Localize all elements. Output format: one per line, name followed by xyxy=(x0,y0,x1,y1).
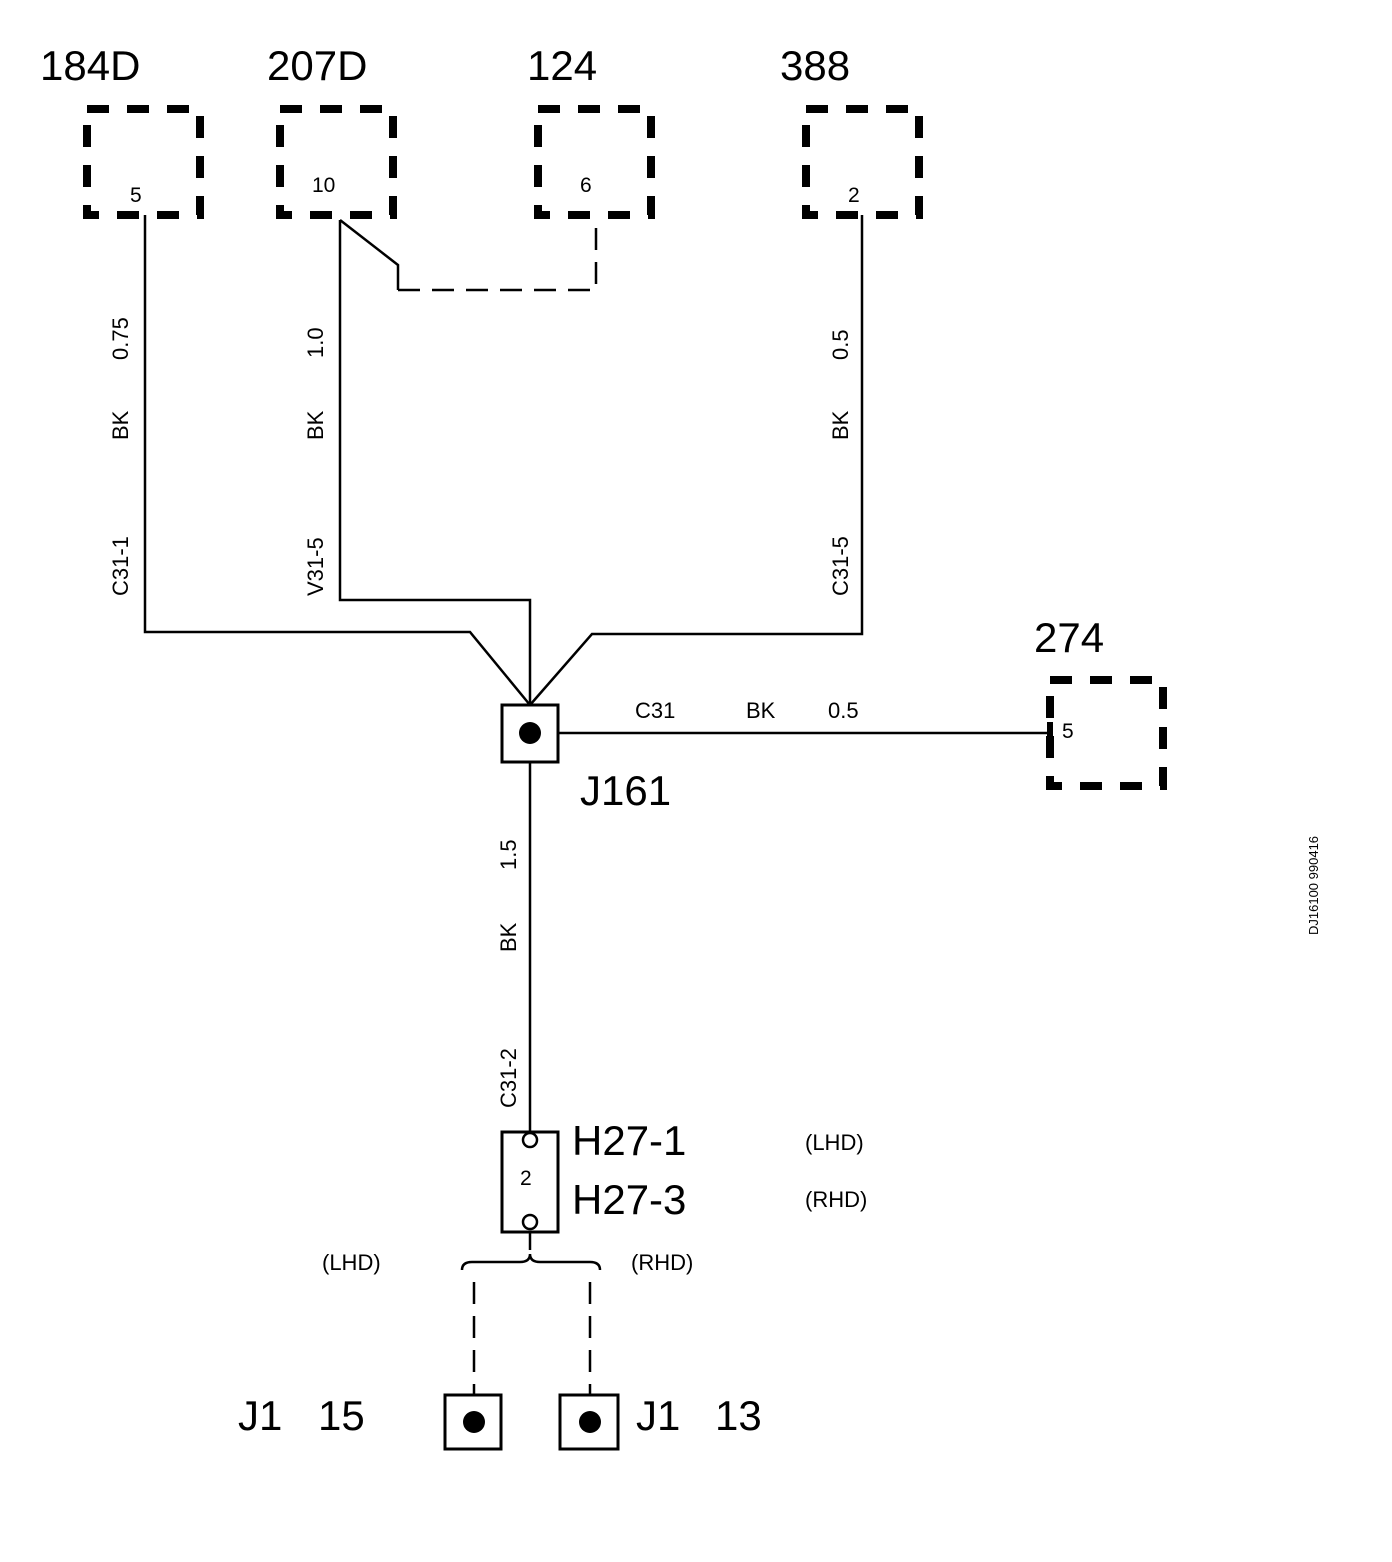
connector-h27-pin-top xyxy=(521,1131,539,1149)
connector-h27-label1: H27-1 xyxy=(572,1117,686,1164)
component-184d-box xyxy=(83,105,204,219)
wire-388-circuit: C31-5 xyxy=(828,536,853,596)
wire-207d xyxy=(338,220,532,705)
component-184d-pin: 5 xyxy=(130,184,142,207)
connector-h27-pin-number: 2 xyxy=(520,1167,532,1190)
wire-184d-size: 0.75 xyxy=(108,317,133,360)
wire-184d xyxy=(143,215,531,706)
component-207d-pin: 10 xyxy=(312,174,335,197)
wire-184d-color: BK xyxy=(108,410,133,440)
ground-right-dot xyxy=(579,1411,601,1433)
component-207d-label: 207D xyxy=(267,42,367,89)
component-124-box xyxy=(534,105,655,219)
component-124-pin: 6 xyxy=(580,174,592,197)
wire-down-size: 1.5 xyxy=(496,839,521,870)
wire-down-labels: 1.5 BK C31-2 xyxy=(496,839,521,1108)
wire-124-optional xyxy=(398,218,598,292)
branch-brace xyxy=(460,1253,602,1271)
wire-down-circuit: C31-2 xyxy=(496,1048,521,1108)
component-388-box xyxy=(802,105,923,219)
splice-j161-dot xyxy=(519,722,541,744)
component-124-label: 124 xyxy=(527,42,597,89)
connector-h27-variant1: (LHD) xyxy=(805,1130,864,1155)
ground-left-number: 15 xyxy=(318,1392,365,1439)
connector-h27-pin-bottom xyxy=(521,1213,539,1231)
ground-right-label: J1 xyxy=(636,1392,680,1439)
wire-274-circuit: C31 xyxy=(635,698,675,723)
branch-right-label: (RHD) xyxy=(631,1250,693,1275)
branch-left-label: (LHD) xyxy=(322,1250,381,1275)
ground-right-number: 13 xyxy=(715,1392,762,1439)
connector-h27-label2: H27-3 xyxy=(572,1176,686,1223)
wire-207d-124-link xyxy=(339,219,400,290)
component-207d-box xyxy=(276,105,397,219)
component-388-pin: 2 xyxy=(848,184,860,207)
wire-274-color: BK xyxy=(746,698,776,723)
splice-j161-label: J161 xyxy=(580,767,671,814)
wire-274-size: 0.5 xyxy=(828,698,859,723)
ground-left-dot xyxy=(463,1411,485,1433)
wire-207d-labels: 1.0 BK V31-5 xyxy=(303,327,328,596)
wire-184d-labels: 0.75 BK C31-1 xyxy=(108,317,133,596)
document-id: DJ16100 990416 xyxy=(1306,836,1321,935)
wire-388 xyxy=(529,215,864,706)
wire-207d-size: 1.0 xyxy=(303,327,328,358)
wire-388-labels: 0.5 BK C31-5 xyxy=(828,329,853,596)
wire-184d-circuit: C31-1 xyxy=(108,536,133,596)
component-184d-label: 184D xyxy=(40,42,140,89)
wire-388-color: BK xyxy=(828,410,853,440)
ground-left-label: J1 xyxy=(238,1392,282,1439)
component-274-box xyxy=(1046,676,1167,790)
component-274-pin: 5 xyxy=(1062,720,1074,743)
wire-down-color: BK xyxy=(496,922,521,952)
component-388-label: 388 xyxy=(780,42,850,89)
wire-207d-circuit: V31-5 xyxy=(303,537,328,596)
component-274-label: 274 xyxy=(1034,614,1104,661)
wire-388-size: 0.5 xyxy=(828,329,853,360)
connector-h27-variant2: (RHD) xyxy=(805,1187,867,1212)
wire-274-labels: C31 BK 0.5 xyxy=(635,698,859,723)
wire-207d-color: BK xyxy=(303,410,328,440)
